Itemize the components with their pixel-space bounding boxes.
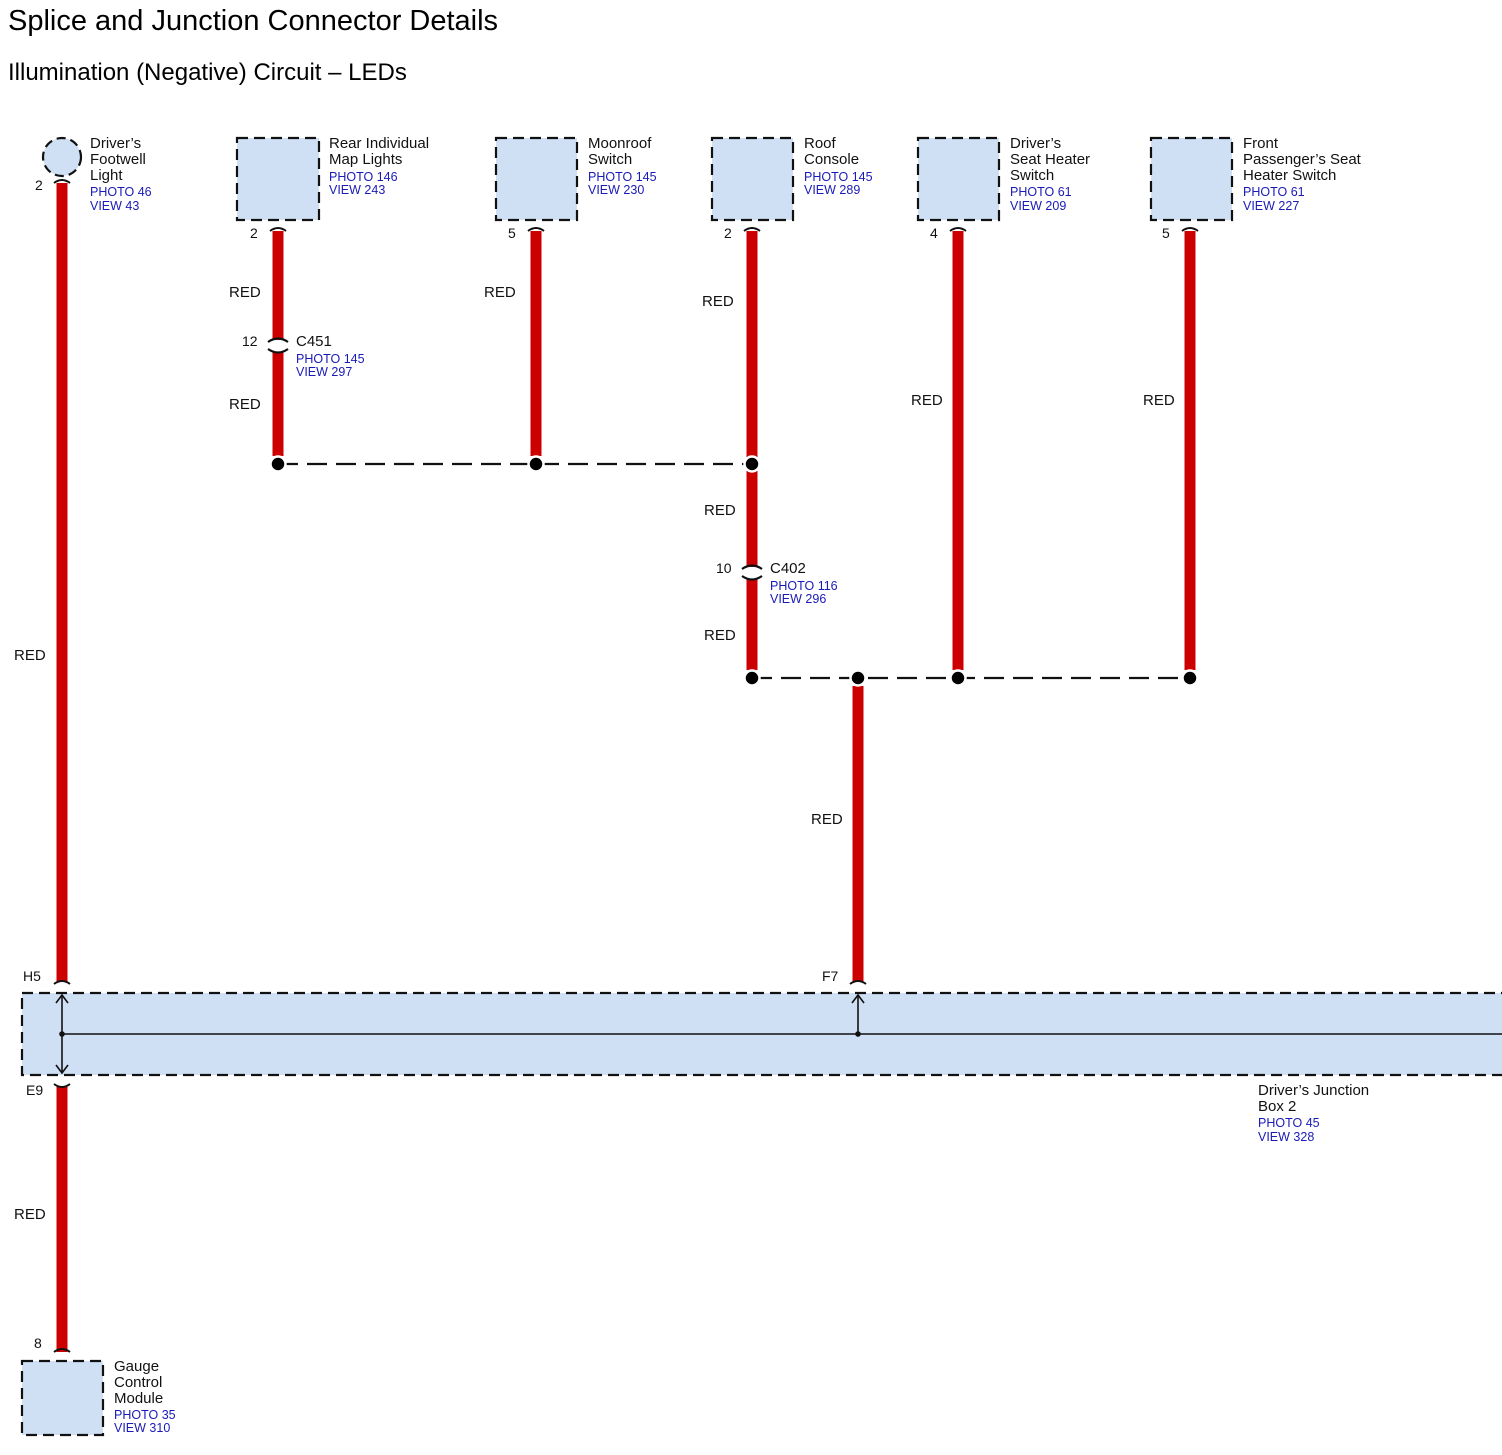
passenger-seat-photo-link[interactable]: PHOTO 61 <box>1243 185 1305 199</box>
splice-node <box>269 455 287 473</box>
c451-pin: 12 <box>242 333 258 349</box>
footwell-view-link[interactable]: VIEW 43 <box>90 199 139 213</box>
connector-c451-labels[interactable]: 12 C451 PHOTO 145 VIEW 297 <box>242 333 365 379</box>
driver-seat-pin: 4 <box>930 225 938 241</box>
roof-console-pin: 2 <box>724 225 732 241</box>
roof-console-name-1: Roof <box>804 135 837 152</box>
gauge-box <box>20 1359 105 1437</box>
page-subtitle: Illumination (Negative) Circuit – LEDs <box>8 59 407 86</box>
component-junction-box-2[interactable]: H5 F7 E9 Driver’s Junction Box 2 PHOTO 4… <box>20 968 1502 1144</box>
map-lights-view-link[interactable]: VIEW 243 <box>329 183 385 197</box>
footwell-photo-link[interactable]: PHOTO 46 <box>90 185 152 199</box>
roof-console-box <box>710 136 795 222</box>
wire-color-label: RED <box>704 627 736 644</box>
component-passenger-seat-heater-switch[interactable]: Front Passenger’s Seat Heater Switch PHO… <box>1149 135 1362 241</box>
splice-node <box>527 455 545 473</box>
component-gauge-control-module[interactable]: 8 Gauge Control Module PHOTO 35 VIEW 310 <box>20 1335 176 1437</box>
driver-seat-name-3: Switch <box>1010 167 1054 184</box>
wire-color-labels: RED RED RED RED RED RED RED RED RED RED … <box>14 284 1175 1223</box>
passenger-seat-name-3: Heater Switch <box>1243 167 1336 184</box>
wire-color-label: RED <box>229 396 261 413</box>
moonroof-name-1: Moonroof <box>588 135 652 152</box>
passenger-seat-view-link[interactable]: VIEW 227 <box>1243 199 1299 213</box>
moonroof-pin: 5 <box>508 225 516 241</box>
wire-color-label: RED <box>484 284 516 301</box>
wire-color-label: RED <box>14 1206 46 1223</box>
driver-seat-view-link[interactable]: VIEW 209 <box>1010 199 1066 213</box>
wire-color-label: RED <box>811 811 843 828</box>
map-lights-name-2: Map Lights <box>329 151 402 168</box>
moonroof-name-2: Switch <box>588 151 632 168</box>
jbox-pin-h5: H5 <box>23 968 41 984</box>
jbox-pin-f7: F7 <box>822 968 839 984</box>
passenger-seat-box <box>1149 136 1234 222</box>
jbox-name-2: Box 2 <box>1258 1098 1296 1115</box>
moonroof-box <box>494 136 579 222</box>
splice-node <box>743 669 761 687</box>
roof-console-photo-link[interactable]: PHOTO 145 <box>804 170 873 184</box>
c451-id: C451 <box>296 333 332 350</box>
splice-node <box>1181 669 1199 687</box>
map-lights-name-1: Rear Individual <box>329 135 429 152</box>
component-roof-console[interactable]: Roof Console PHOTO 145 VIEW 289 2 <box>710 135 873 241</box>
gauge-name-3: Module <box>114 1390 163 1407</box>
splice-nodes <box>269 455 1199 687</box>
passenger-seat-pin: 5 <box>1162 225 1170 241</box>
c402-pin: 10 <box>716 560 732 576</box>
roof-console-view-link[interactable]: VIEW 289 <box>804 183 860 197</box>
passenger-seat-name-2: Passenger’s Seat <box>1243 151 1362 168</box>
page-title: Splice and Junction Connector Details <box>8 5 498 37</box>
splice-node <box>743 455 761 473</box>
jbox-pin-e9: E9 <box>26 1082 43 1098</box>
c451-view-link[interactable]: VIEW 297 <box>296 365 352 379</box>
connector-c402 <box>741 564 763 581</box>
component-driver-seat-heater-switch[interactable]: Driver’s Seat Heater Switch PHOTO 61 VIE… <box>916 135 1090 241</box>
gauge-photo-link[interactable]: PHOTO 35 <box>114 1408 176 1422</box>
footwell-pin: 2 <box>35 177 43 193</box>
c402-id: C402 <box>770 560 806 577</box>
gauge-name-1: Gauge <box>114 1358 159 1375</box>
jbox-view-link[interactable]: VIEW 328 <box>1258 1130 1314 1144</box>
jbox-name-1: Driver’s Junction <box>1258 1082 1369 1099</box>
c402-view-link[interactable]: VIEW 296 <box>770 592 826 606</box>
connector-c451 <box>267 337 289 354</box>
passenger-seat-name-1: Front <box>1243 135 1279 152</box>
roof-console-name-2: Console <box>804 151 859 168</box>
driver-seat-photo-link[interactable]: PHOTO 61 <box>1010 185 1072 199</box>
wire-color-label: RED <box>1143 392 1175 409</box>
map-lights-photo-link[interactable]: PHOTO 146 <box>329 170 398 184</box>
footwell-name-3: Light <box>90 167 123 184</box>
driver-seat-name-2: Seat Heater <box>1010 151 1090 168</box>
map-lights-pin: 2 <box>250 225 258 241</box>
moonroof-view-link[interactable]: VIEW 230 <box>588 183 644 197</box>
map-lights-box <box>235 136 321 222</box>
c451-photo-link[interactable]: PHOTO 145 <box>296 352 365 366</box>
gauge-name-2: Control <box>114 1374 162 1391</box>
component-footwell-light[interactable]: Driver’s Footwell Light PHOTO 46 VIEW 43… <box>35 135 152 213</box>
footwell-name-2: Footwell <box>90 151 146 168</box>
driver-seat-name-1: Driver’s <box>1010 135 1061 152</box>
driver-seat-box <box>916 136 1001 222</box>
footwell-name-1: Driver’s <box>90 135 141 152</box>
wires <box>56 183 1196 1352</box>
c402-photo-link[interactable]: PHOTO 116 <box>770 579 838 593</box>
wire-color-label: RED <box>704 502 736 519</box>
wire-color-label: RED <box>229 284 261 301</box>
component-moonroof-switch[interactable]: Moonroof Switch PHOTO 145 VIEW 230 5 <box>494 135 657 241</box>
splice-node <box>949 669 967 687</box>
jbox-photo-link[interactable]: PHOTO 45 <box>1258 1116 1320 1130</box>
gauge-pin: 8 <box>34 1335 42 1351</box>
gauge-view-link[interactable]: VIEW 310 <box>114 1421 170 1435</box>
component-map-lights[interactable]: Rear Individual Map Lights PHOTO 146 VIE… <box>235 135 429 241</box>
connector-c402-labels[interactable]: 10 C402 PHOTO 116 VIEW 296 <box>716 560 838 606</box>
wire-color-label: RED <box>702 293 734 310</box>
moonroof-photo-link[interactable]: PHOTO 145 <box>588 170 657 184</box>
wire-color-label: RED <box>911 392 943 409</box>
splice-node <box>849 669 867 687</box>
wire-color-label: RED <box>14 647 46 664</box>
